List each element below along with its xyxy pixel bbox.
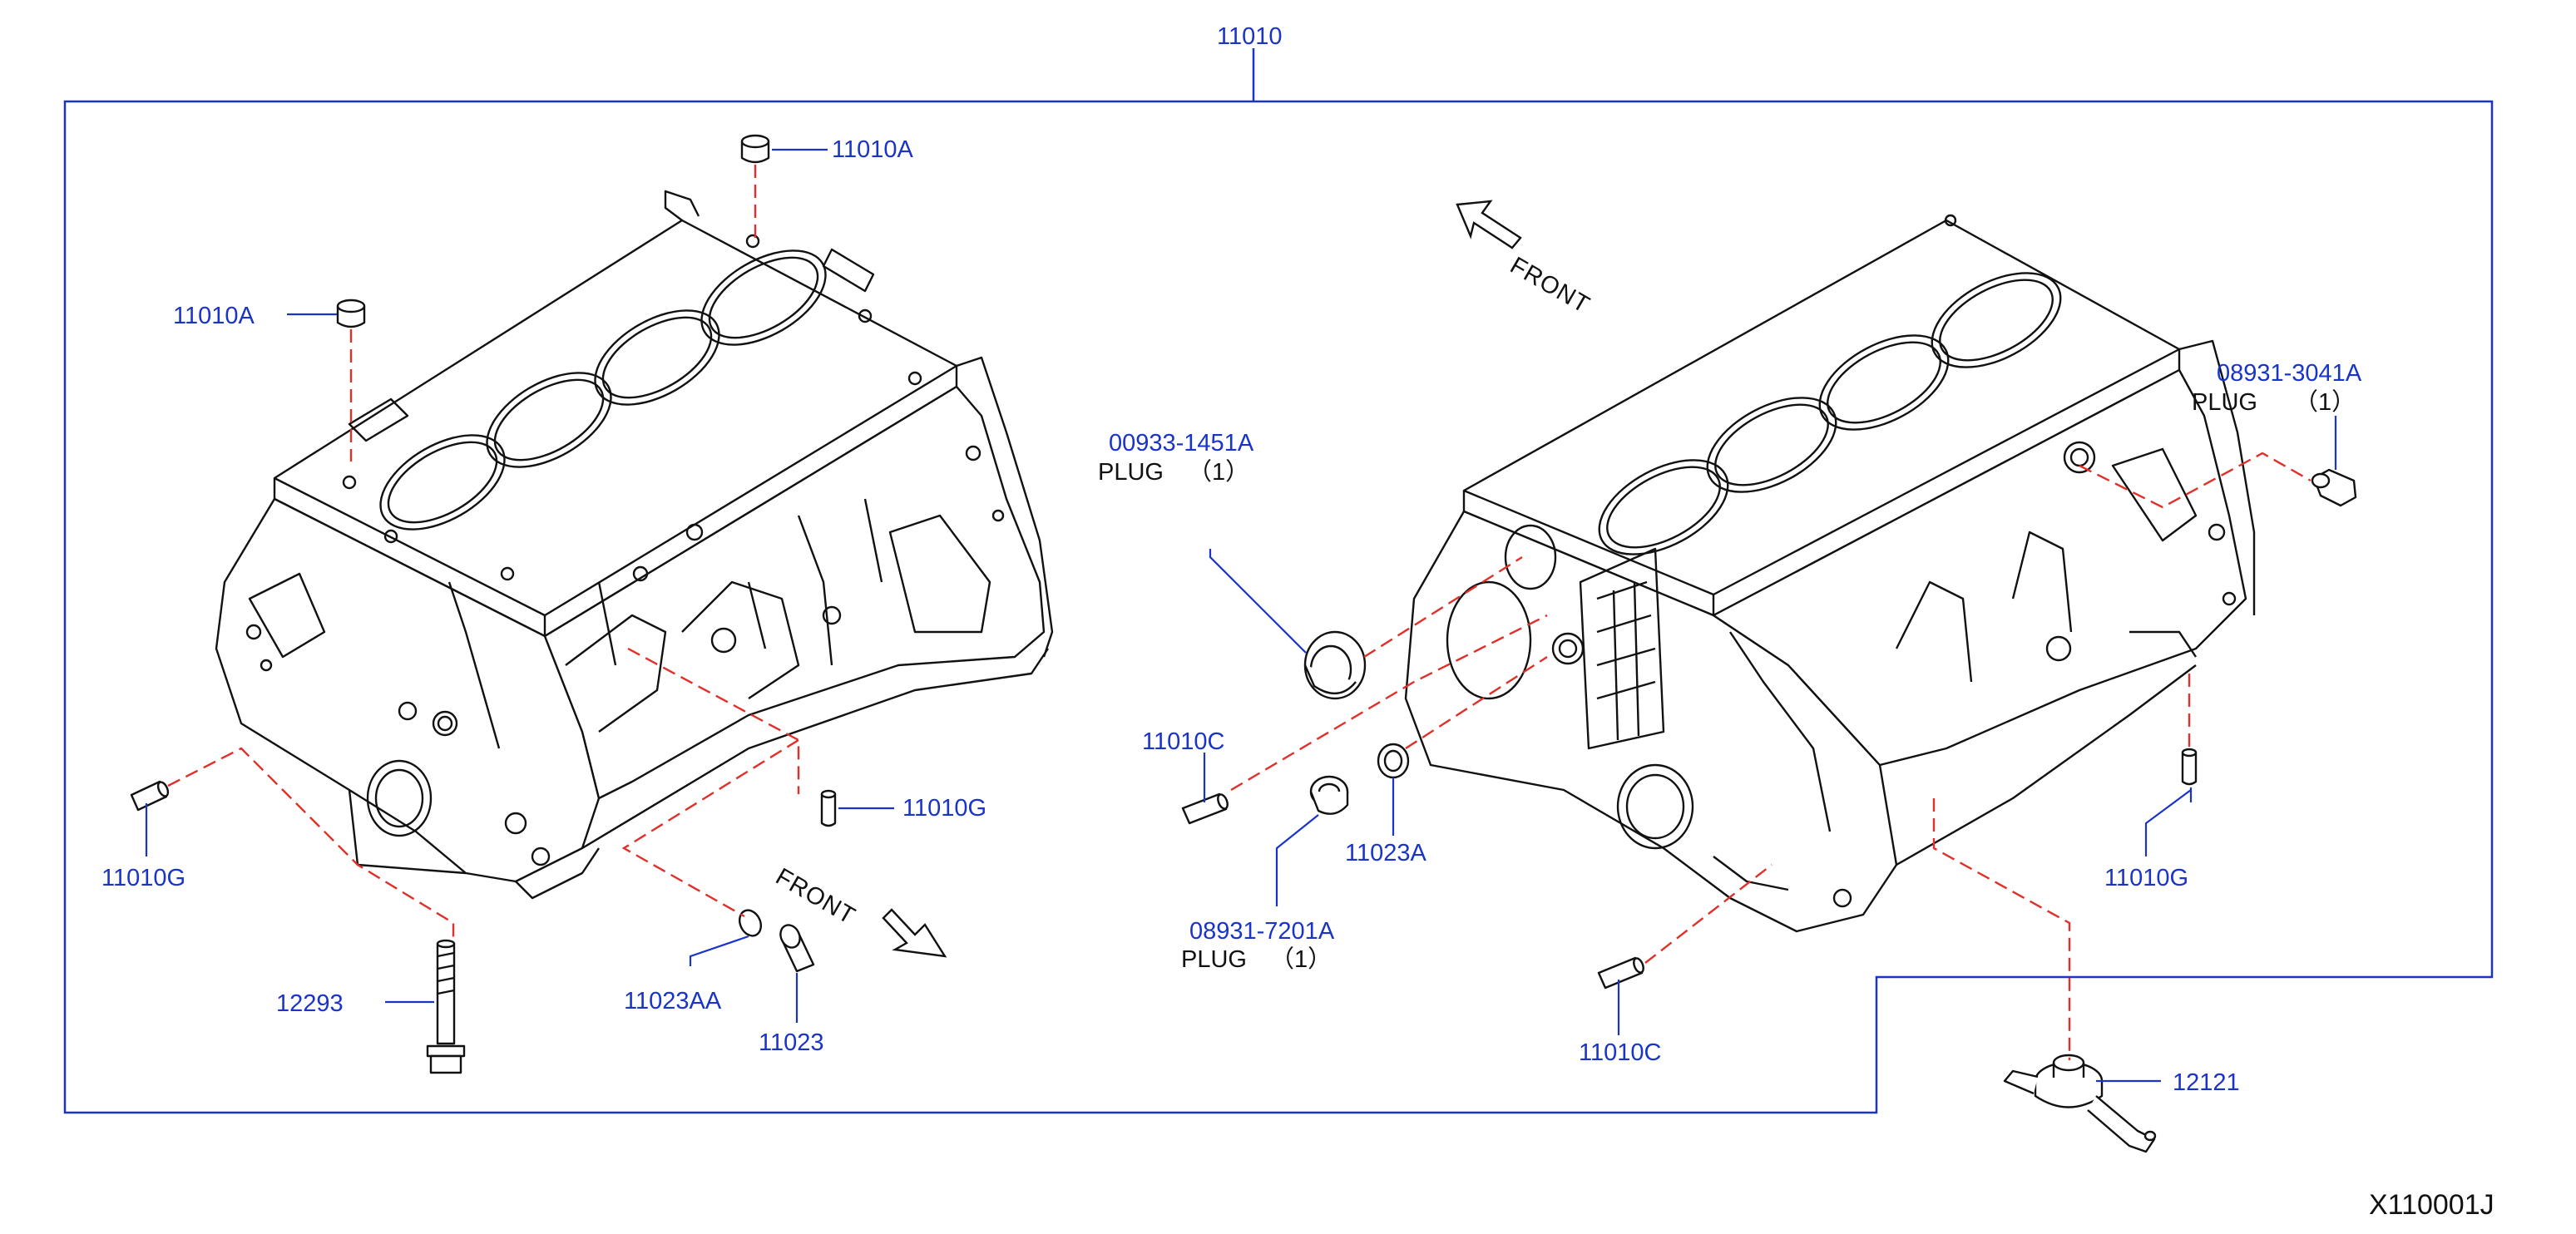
assembly-frame [63,100,2494,1114]
callout-11010G-right: 11010G [2104,865,2189,891]
pin-11010G-mid [820,794,837,827]
bolt-12293 [426,939,466,1074]
plug-qty-3: （1） [2294,389,2356,416]
plug-label-2: PLUG [1181,946,1247,973]
small-parts [130,134,2357,1153]
plug-label-1: PLUG [1098,459,1164,486]
callout-11023A: 11023A [1345,840,1426,866]
callout-11010G-left: 11010G [101,865,186,891]
callout-00933-1451A: 00933-1451A [1109,430,1254,457]
callout-11010C-left: 11010C [1142,728,1225,755]
left-cylinder-block [215,190,1054,900]
plug-00933-1451A [1303,630,1367,700]
callout-leaders [145,148,2337,1083]
plug-08931-7201A [1309,775,1349,815]
front-arrow-left-icon [882,908,947,958]
callout-11010: 11010 [1217,23,1283,50]
plug-08931-3041A [2311,468,2357,507]
plug-qty-1: （1） [1188,459,1250,486]
callout-12121: 12121 [2173,1069,2240,1096]
plug-qty-2: （1） [1270,946,1332,973]
sensor-12121 [2003,1054,2157,1153]
right-cylinder-block [1404,214,2256,933]
dashed-leaders [167,165,2311,1060]
callout-11023: 11023 [759,1029,824,1056]
diagram-id: X110001J [2369,1189,2494,1221]
callout-11010C-bottom: 11010C [1579,1039,1662,1066]
plug-label-3: PLUG [2192,389,2257,416]
pin-11010G-right [2181,753,2198,786]
callout-08931-3041A: 08931-3041A [2217,360,2362,387]
callout-11010A-top: 11010A [832,136,913,163]
callout-11023AA: 11023AA [624,988,722,1014]
callout-08931-7201A: 08931-7201A [1189,918,1335,945]
front-arrow-right-icon [1456,200,1522,249]
sleeve-11023 [779,924,815,973]
callout-12293: 12293 [276,990,344,1017]
callout-11010A-left: 11010A [173,303,255,329]
washer-11023A [1377,743,1410,779]
washer-11023AA [738,909,763,937]
callout-11010G-mid: 11010G [902,795,987,822]
